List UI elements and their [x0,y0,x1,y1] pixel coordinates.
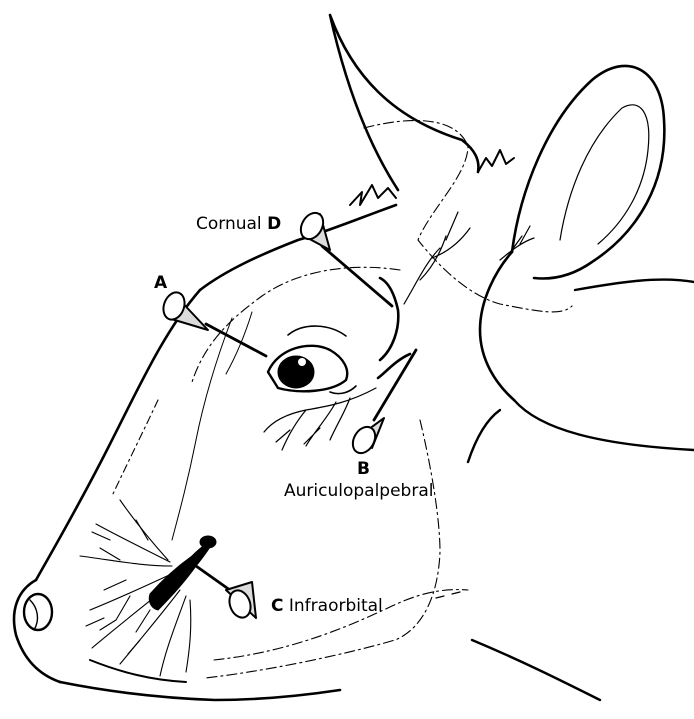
nostril-detail [30,600,37,630]
neck-top [575,280,694,290]
eyebrow [288,326,346,336]
label-cornual-name: Cornual [196,214,262,234]
face-fine-line [172,318,232,540]
nasal-dashdot [112,400,158,496]
label-cornual: Cornual D [196,216,281,233]
label-auriculopalpebral-name: Auriculopalpebral [284,481,433,501]
neck-fold [468,410,500,462]
label-a: A [154,275,167,292]
needle-c [196,566,256,621]
label-infraorbital: C Infraorbital [271,598,383,615]
jaw-dashdot [205,420,440,678]
eye-highlight [298,358,306,366]
skull-dashdot [364,121,572,312]
ear-nerve [500,226,534,260]
label-b-letter: B [357,459,370,479]
throat-line [472,640,600,700]
neck-line [514,400,694,450]
label-cornual-letter: D [267,214,281,234]
needle-b [348,350,416,457]
label-c-letter: C [271,596,283,616]
ear-outline [512,66,664,279]
label-b: B [357,461,370,478]
eye-pupil [278,356,314,388]
dash-near-c [436,592,460,598]
infraorbital-foramen-head [200,536,216,548]
ear-base [480,252,514,400]
horn-base-tuft [478,150,514,172]
lip-line [90,660,186,682]
nostril [24,594,52,630]
label-auriculopalpebral: Auriculopalpebral [284,483,433,500]
horn-outline [330,15,478,190]
label-infraorbital-name: Infraorbital [289,596,383,616]
chin-jaw [60,682,340,700]
face-profile [36,290,200,580]
cheek-ridge [380,278,398,360]
poll-tuft [350,185,396,205]
label-a-letter: A [154,273,167,293]
cornual-nerve [404,212,470,304]
